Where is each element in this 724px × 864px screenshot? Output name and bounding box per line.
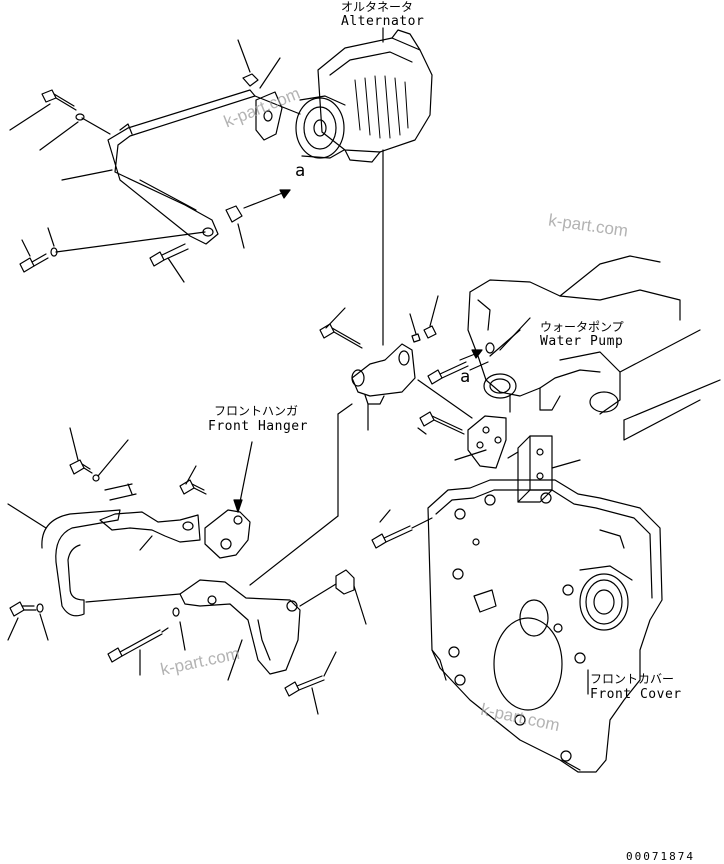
drawing-code: 00071874 xyxy=(626,850,695,863)
front-cover xyxy=(427,479,663,773)
front-hanger-label-jp: フロントハンガ xyxy=(214,404,299,418)
alternator xyxy=(295,29,433,163)
front-hanger-label-en: Front Hanger xyxy=(208,419,308,434)
front-cover-label-en: Front Cover xyxy=(590,687,682,702)
reference-mark-a-lower: a xyxy=(460,367,471,387)
front-cover-label-jp: フロントカバー xyxy=(590,672,675,686)
mid-bracket xyxy=(351,343,416,405)
front-hanger xyxy=(204,509,251,559)
alternator-label-en: Alternator xyxy=(341,14,425,29)
lower-left-bracket xyxy=(99,483,201,543)
spacer-block xyxy=(517,435,553,503)
spacer-plate xyxy=(467,415,507,469)
water-pump xyxy=(467,255,721,441)
lower-bracket xyxy=(179,579,301,675)
reference-mark-a-upper: a xyxy=(295,161,306,181)
upper-bracket xyxy=(107,89,283,245)
water-pump-label-en: Water Pump xyxy=(540,334,624,349)
water-pump-label-jp: ウォータポンプ xyxy=(540,320,624,334)
alternator-label-jp: オルタネータ xyxy=(341,0,414,14)
drive-belt xyxy=(41,509,121,617)
